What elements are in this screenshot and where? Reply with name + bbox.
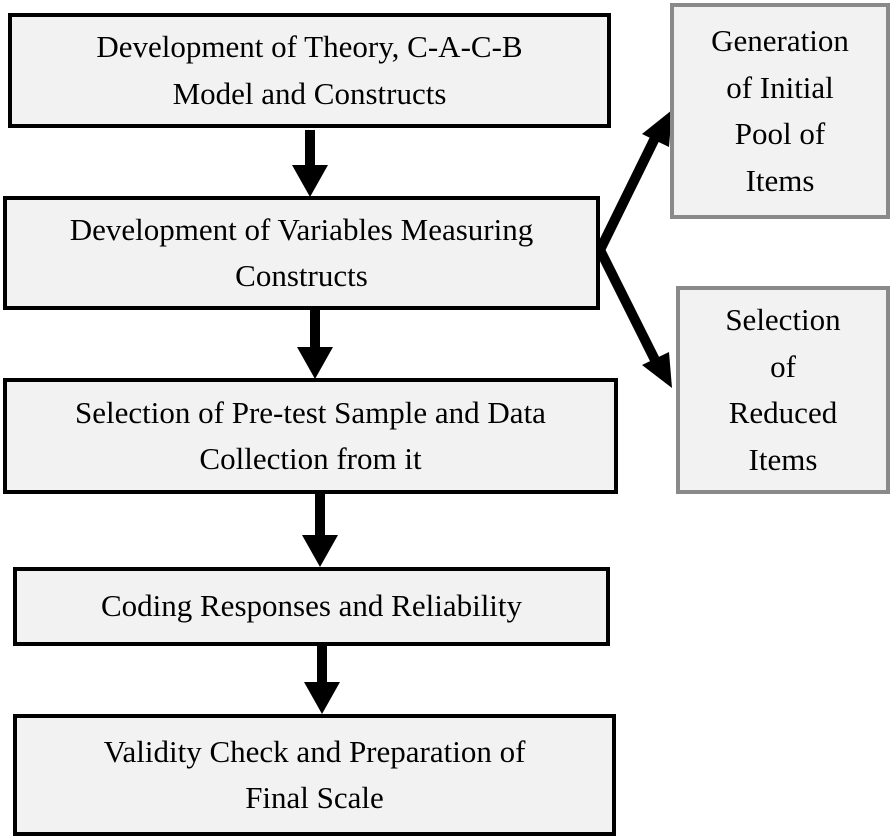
- step-pretest-line-2: Collection from it: [199, 441, 422, 476]
- arrowhead-variables-to-generation: [642, 110, 672, 147]
- step-theory-line-2: Model and Constructs: [172, 75, 447, 111]
- step-theory: Development of Theory, C-A-C-B Model and…: [8, 13, 611, 128]
- arrow-variables-to-selection: [595, 247, 661, 365]
- arrowhead-pretest-to-coding: [302, 535, 338, 567]
- step-variables: Development of Variables Measuring Const…: [3, 196, 600, 310]
- step-theory-line-1: Development of Theory, C-A-C-B: [96, 29, 523, 64]
- side-step-generation-line-2: of Initial: [726, 69, 834, 105]
- step-validity-line-1: Validity Check and Preparation of: [103, 733, 526, 769]
- step-pretest: Selection of Pre-test Sample and Data Co…: [3, 378, 618, 494]
- arrowhead-coding-to-validity: [304, 682, 340, 714]
- side-step-selection-line-4: Items: [748, 441, 818, 477]
- step-pretest-line-1: Selection of Pre-test Sample and Data: [75, 394, 546, 430]
- arrowhead-theory-to-variables: [292, 165, 328, 197]
- side-step-selection-line-1: Selection: [725, 302, 841, 337]
- side-step-generation-line-1: Generation: [711, 23, 849, 58]
- step-coding-line-1: Coding Responses and Reliability: [100, 588, 523, 624]
- step-variables-line-2: Constructs: [235, 258, 368, 293]
- step-coding: Coding Responses and Reliability: [13, 567, 610, 646]
- side-step-generation-line-3: Pool of: [734, 116, 826, 151]
- side-step-generation: Generation of Initial Pool of Items: [670, 3, 890, 219]
- step-validity: Validity Check and Preparation of Final …: [13, 714, 616, 836]
- step-variables-line-1: Development of Variables Measuring: [69, 211, 534, 247]
- side-step-selection-line-2: of: [770, 348, 796, 384]
- side-step-generation-line-4: Items: [745, 162, 815, 198]
- arrowhead-variables-to-pretest: [297, 347, 333, 379]
- side-step-selection: Selection of Reduced Items: [676, 286, 890, 494]
- side-step-selection-line-3: Reduced: [728, 395, 838, 430]
- arrow-variables-to-generation: [595, 133, 661, 253]
- step-validity-line-2: Final Scale: [245, 780, 384, 815]
- arrowhead-variables-to-selection: [642, 352, 672, 388]
